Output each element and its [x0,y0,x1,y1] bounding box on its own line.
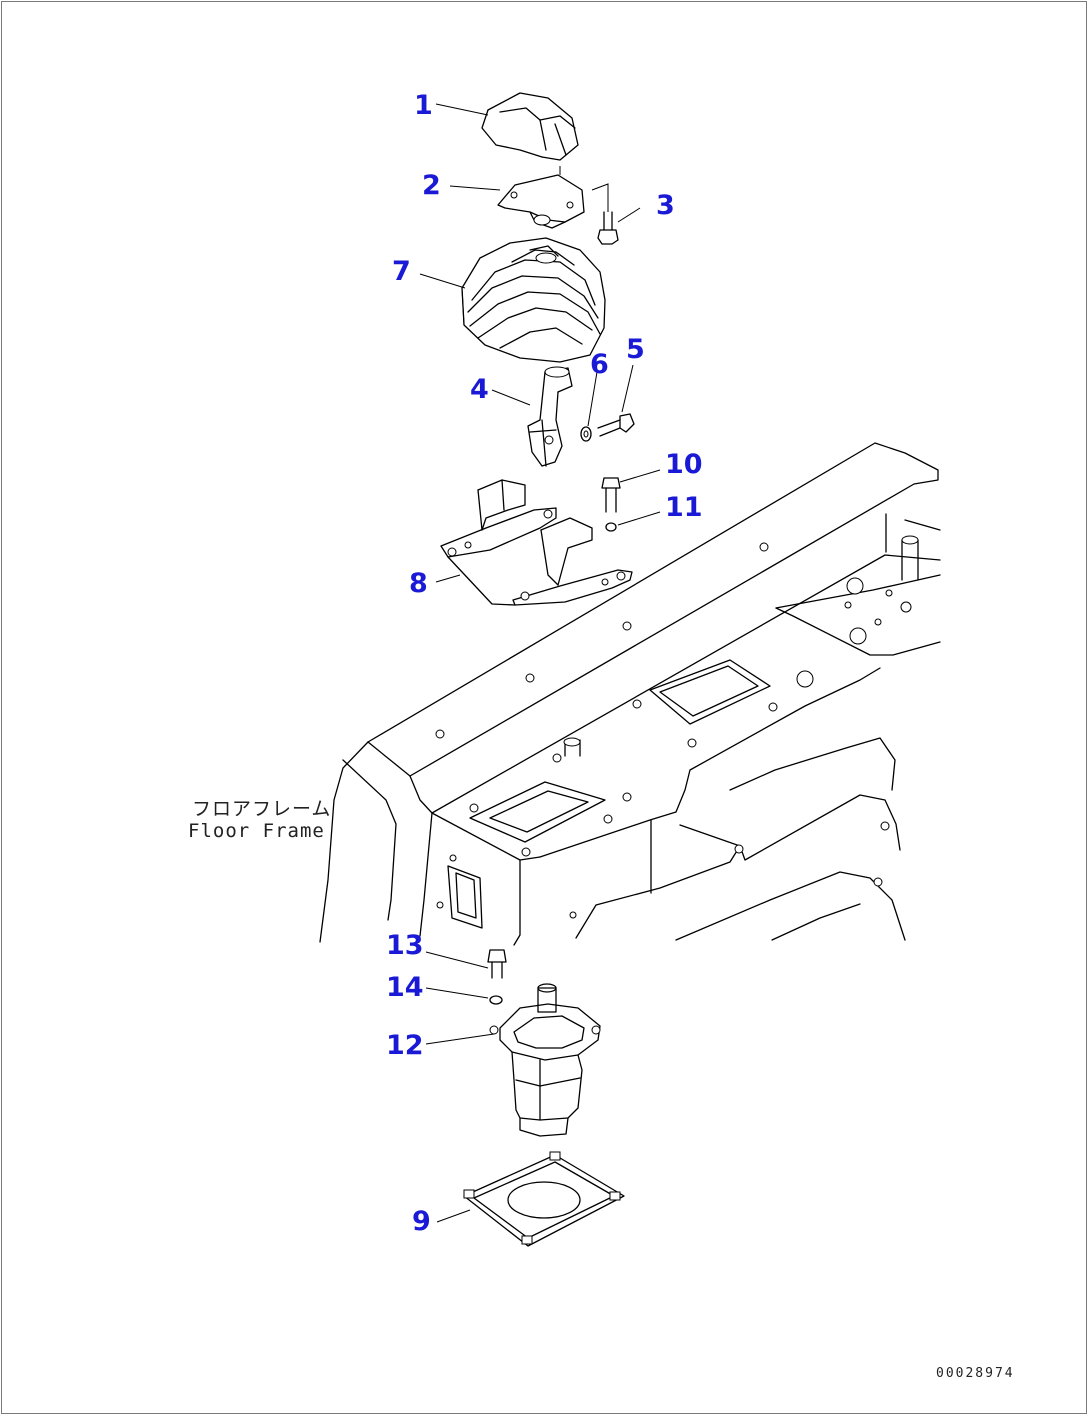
part-4-lever [527,366,573,467]
callout-5: 5 [626,334,645,365]
floor-frame [319,442,941,946]
part-3-bolt [591,183,619,245]
callout-10: 10 [665,449,703,480]
frame-label-jp: フロアフレーム [192,798,332,820]
part-9-plate [463,1151,625,1247]
leader-lines [419,103,661,1223]
part-2-bracket [497,166,585,229]
callout-4: 4 [470,374,489,405]
part-8-bracket [440,479,633,606]
callout-1: 1 [414,90,433,121]
part-12-valve [489,983,601,1137]
callout-12: 12 [386,1030,424,1061]
part-7-boot [461,237,606,363]
callout-11: 11 [665,492,703,523]
callout-14: 14 [386,972,424,1003]
callout-2: 2 [422,170,441,201]
callout-9: 9 [412,1206,431,1237]
callout-8: 8 [409,568,428,599]
callout-13: 13 [386,930,424,961]
part-1-knob [481,92,579,161]
part-14-washer [489,995,503,1005]
drawing-number: 00028974 [936,1366,1015,1381]
callout-7: 7 [392,256,411,287]
callout-3: 3 [656,190,675,221]
frame-label-en: Floor Frame [188,820,325,842]
part-10-bolt [601,477,621,513]
part-6-washer [580,426,592,442]
part-11-washer [605,522,617,532]
callout-6: 6 [590,349,609,380]
part-5-bolt [597,413,635,437]
part-13-bolt [487,949,507,979]
